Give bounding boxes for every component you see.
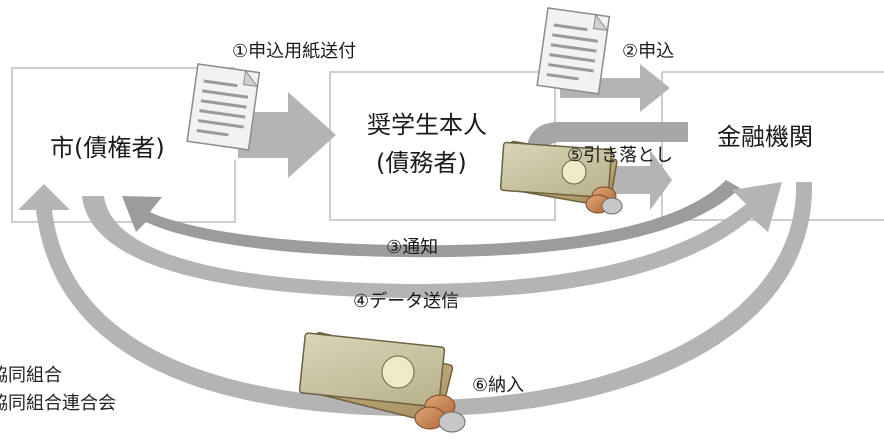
entity-bank-label: 金融機関 xyxy=(717,123,813,151)
step-4-label: ④データ送信 xyxy=(353,291,460,312)
document-icon xyxy=(536,7,611,95)
arrow-debit-curve xyxy=(526,122,688,210)
step-2-label: ②申込 xyxy=(622,41,675,62)
arrow-student-to-bank-application xyxy=(560,64,670,112)
step-6-label: ⑥納入 xyxy=(472,375,525,396)
background-text-line1: 協同組合 xyxy=(0,365,62,386)
document-icon xyxy=(186,63,261,151)
step-5-label: ⑤引き落とし xyxy=(567,145,674,166)
arrow-notify-bank-to-city xyxy=(122,180,740,258)
step-1-label: ①申込用紙送付 xyxy=(232,41,357,62)
entity-student-label-line2: (債務者) xyxy=(376,149,467,177)
entity-city-label: 市(債権者) xyxy=(50,134,165,162)
entity-student-label-line1: 奨学生本人 xyxy=(367,111,487,139)
background-text-line2: 協同組合連合会 xyxy=(0,393,116,414)
city-box xyxy=(11,67,236,223)
money-icon xyxy=(499,140,623,215)
money-icon xyxy=(298,331,466,433)
arrow-data-city-to-bank xyxy=(82,182,782,299)
student-box xyxy=(329,71,556,221)
step-3-label: ③通知 xyxy=(386,237,439,258)
arrow-city-to-student xyxy=(238,92,336,178)
